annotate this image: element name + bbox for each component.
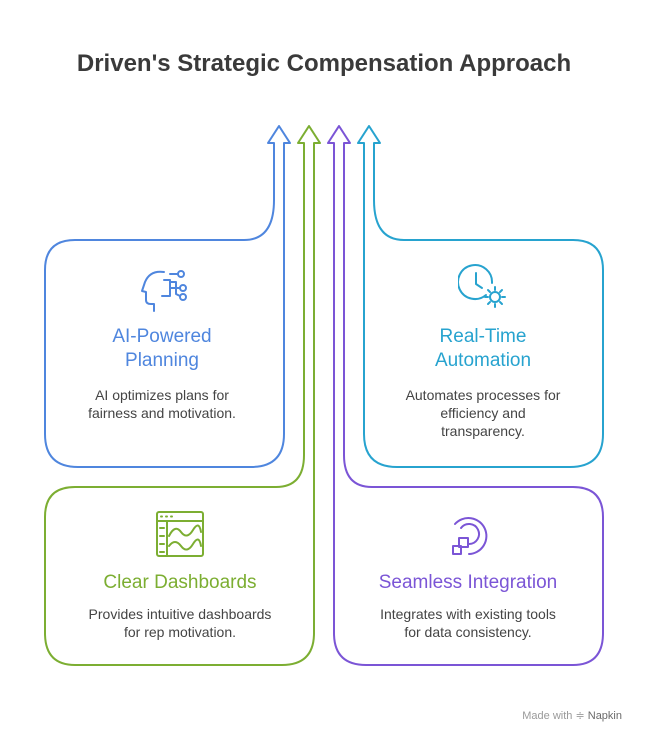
integration-card-arrow [327, 125, 604, 666]
dashboards-card-arrow [44, 125, 321, 666]
made-with-napkin-footer: Made with ≑ Napkin [522, 709, 622, 722]
ai-planning-description: AI optimizes plans for fairness and moti… [88, 387, 236, 421]
real-time-description: Automates processes for efficiency and t… [405, 387, 561, 439]
napkin-brand: Napkin [587, 710, 622, 722]
integration-title: Seamless Integration [378, 572, 558, 593]
dashboard-icon [156, 511, 204, 557]
page-title: Driven's Strategic Compensation Approach [76, 50, 572, 77]
real-time-title: Real-Time Automation [434, 326, 532, 371]
ai-planning-title: AI-Powered Planning [112, 326, 212, 371]
made-with-label: Made with [522, 710, 573, 722]
integration-icon [452, 517, 488, 555]
clock-gear-icon [458, 264, 506, 308]
dashboards-title: Clear Dashboards [103, 572, 257, 593]
dashboards-description: Provides intuitive dashboards for rep mo… [88, 606, 272, 640]
integration-description: Integrates with existing tools for data … [380, 606, 556, 640]
napkin-logo-icon: ≑ [575, 710, 585, 722]
ai-planning-card-arrow [44, 125, 291, 468]
real-time-card-arrow [357, 125, 604, 468]
ai-head-circuit-icon [141, 270, 187, 312]
